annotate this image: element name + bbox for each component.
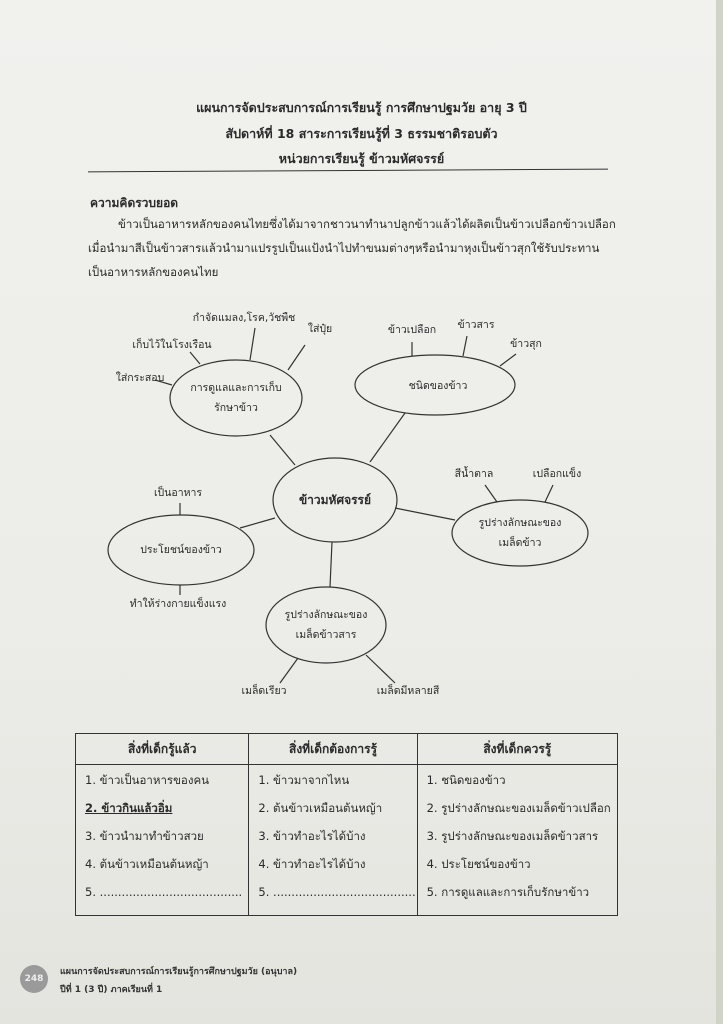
types-label: ชนิดของข้าว [408,380,468,392]
concept-paragraph: ข้าวเป็นอาหารหลักของคนไทยซึ่งได้มาจากชาว… [88,212,618,284]
known-column: 1. ข้าวเป็นอาหารของคน 2. ข้าวกินแล้วอิ่ม… [74,764,250,916]
leaf-label: กำจัดแมลง,โรค,วัชพืช [192,312,296,324]
connector [249,327,256,361]
leaf-label: เมล็ดเรียว [241,685,287,697]
connector [365,654,396,684]
leaf-label: ข้าวสุก [510,338,542,350]
milled-node [265,586,387,664]
list-item: 4. ข้าวทำอะไรได้บ้าง [258,857,366,871]
types-node [354,354,516,416]
list-item: 5. การดูแลและการเก็บรักษาข้าว [426,885,590,899]
title-line-2: สัปดาห์ที่ 18 สาระการเรียนรู้ที่ 3 ธรรมช… [225,126,498,141]
background-edge [716,0,723,1024]
concept-text: ข้าวเป็นอาหารหลักของคนไทยซึ่งได้มาจากชาว… [88,217,616,279]
milled-label-line-1: รูปร่างลักษณะของ [284,609,368,621]
connector [484,484,498,503]
care-label-line-1: การดูแลและการเก็บ [190,382,282,394]
care-label: การดูแลและการเก็บรักษาข้าว [190,378,281,418]
title-line-3: หน่วยการเรียนรู้ ข้าวมหัศจรรย์ [278,151,445,166]
milled-label: รูปร่างลักษณะของเมล็ดข้าวสาร [285,605,368,645]
connector [154,379,173,386]
seed-label: รูปร่างลักษณะของเมล็ดข้าว [479,513,562,553]
list-item: 1. ข้าวเป็นอาหารของคน [85,773,210,787]
leaf-label: ใส่ปุ๋ย [307,323,333,335]
center-node [272,457,398,543]
list-item: 2. ข้าวกินแล้วอิ่ม [85,801,173,815]
list-item: 5. .....................................… [85,885,243,899]
footer-line-2: ปีที่ 1 (3 ปี) ภาคเรียนที่ 1 [60,985,163,995]
kwl-table: สิ่งที่เด็กรู้แล้ว สิ่งที่เด็กต้องการรู้… [74,733,619,916]
list-item: 4. ต้นข้าวเหมือนต้นหญ้า [85,857,209,871]
column-header: สิ่งที่เด็กรู้แล้ว [74,733,250,765]
leaf-label: ข้าวสาร [457,319,495,331]
connector [544,484,554,503]
title-line-1: แผนการจัดประสบการณ์การเรียนรู้ การศึกษาป… [196,100,527,115]
leaf-label: เก็บไว้ในโรงเรือน [132,339,212,351]
table-header-row: สิ่งที่เด็กรู้แล้ว สิ่งที่เด็กต้องการรู้… [74,733,619,765]
connector [189,351,201,365]
center-label: ข้าวมหัศจรรย์ [298,493,372,507]
table-row: 1. ข้าวเป็นอาหารของคน 2. ข้าวกินแล้วอิ่ม… [74,764,619,916]
care-label-line-2: รักษาข้าว [214,402,258,414]
milled-label-line-2: เมล็ดข้าวสาร [295,629,357,641]
leaf-label: เป็นอาหาร [153,487,203,499]
connector [369,412,406,463]
list-item: 2. รูปร่างลักษณะของเมล็ดข้าวเปลือก [426,801,611,815]
seed-label-line-2: เมล็ดข้าว [498,537,542,549]
list-item: 1. ข้าวมาจากไหน [258,773,350,787]
connector [287,344,306,371]
seed-label-line-1: รูปร่างลักษณะของ [478,517,562,529]
connector [329,541,333,588]
list-item: 3. ข้าวทำอะไรได้บ้าง [258,829,366,843]
column-header: สิ่งที่เด็กควรรู้ [416,733,619,765]
benefit-node [107,514,255,586]
connector [499,353,517,367]
leaf-label: ข้าวเปลือก [387,324,437,336]
seed-node [451,499,589,567]
footer-line-1: แผนการจัดประสบการณ์การเรียนรู้การศึกษาปฐ… [60,967,298,977]
connector [239,517,276,529]
connector [269,434,296,466]
leaf-label: เปลือกแข็ง [532,468,582,480]
leaf-label: ใส่กระสอบ [115,372,165,384]
want-column: 1. ข้าวมาจากไหน 2. ต้นข้าวเหมือนต้นหญ้า … [248,764,418,916]
list-item: 1. ชนิดของข้าว [426,773,506,787]
concept-heading: ความคิดรวบยอด [90,196,179,210]
list-item: 4. ประโยชน์ของข้าว [426,857,531,871]
connector [462,335,468,357]
connector [279,657,299,684]
column-header: สิ่งที่เด็กต้องการรู้ [248,733,418,765]
should-column: 1. ชนิดของข้าว 2. รูปร่างลักษณะของเมล็ดข… [416,764,619,916]
list-item: 3. ข้าวนำมาทำข้าวสวย [85,829,204,843]
care-node [169,359,303,437]
list-item: 3. รูปร่างลักษณะของเมล็ดข้าวสาร [426,829,599,843]
leaf-label: สีน้ำตาล [454,468,494,480]
leaf-label: เมล็ดมีหลายสี [376,685,440,697]
benefit-label: ประโยชน์ของข้าว [140,544,222,556]
connector [394,507,456,521]
page-number: 248 [20,965,48,993]
list-item: 2. ต้นข้าวเหมือนต้นหญ้า [258,801,383,815]
list-item: 5. .....................................… [258,885,416,899]
leaf-label: ทำให้ร่างกายแข็งแรง [129,598,227,610]
